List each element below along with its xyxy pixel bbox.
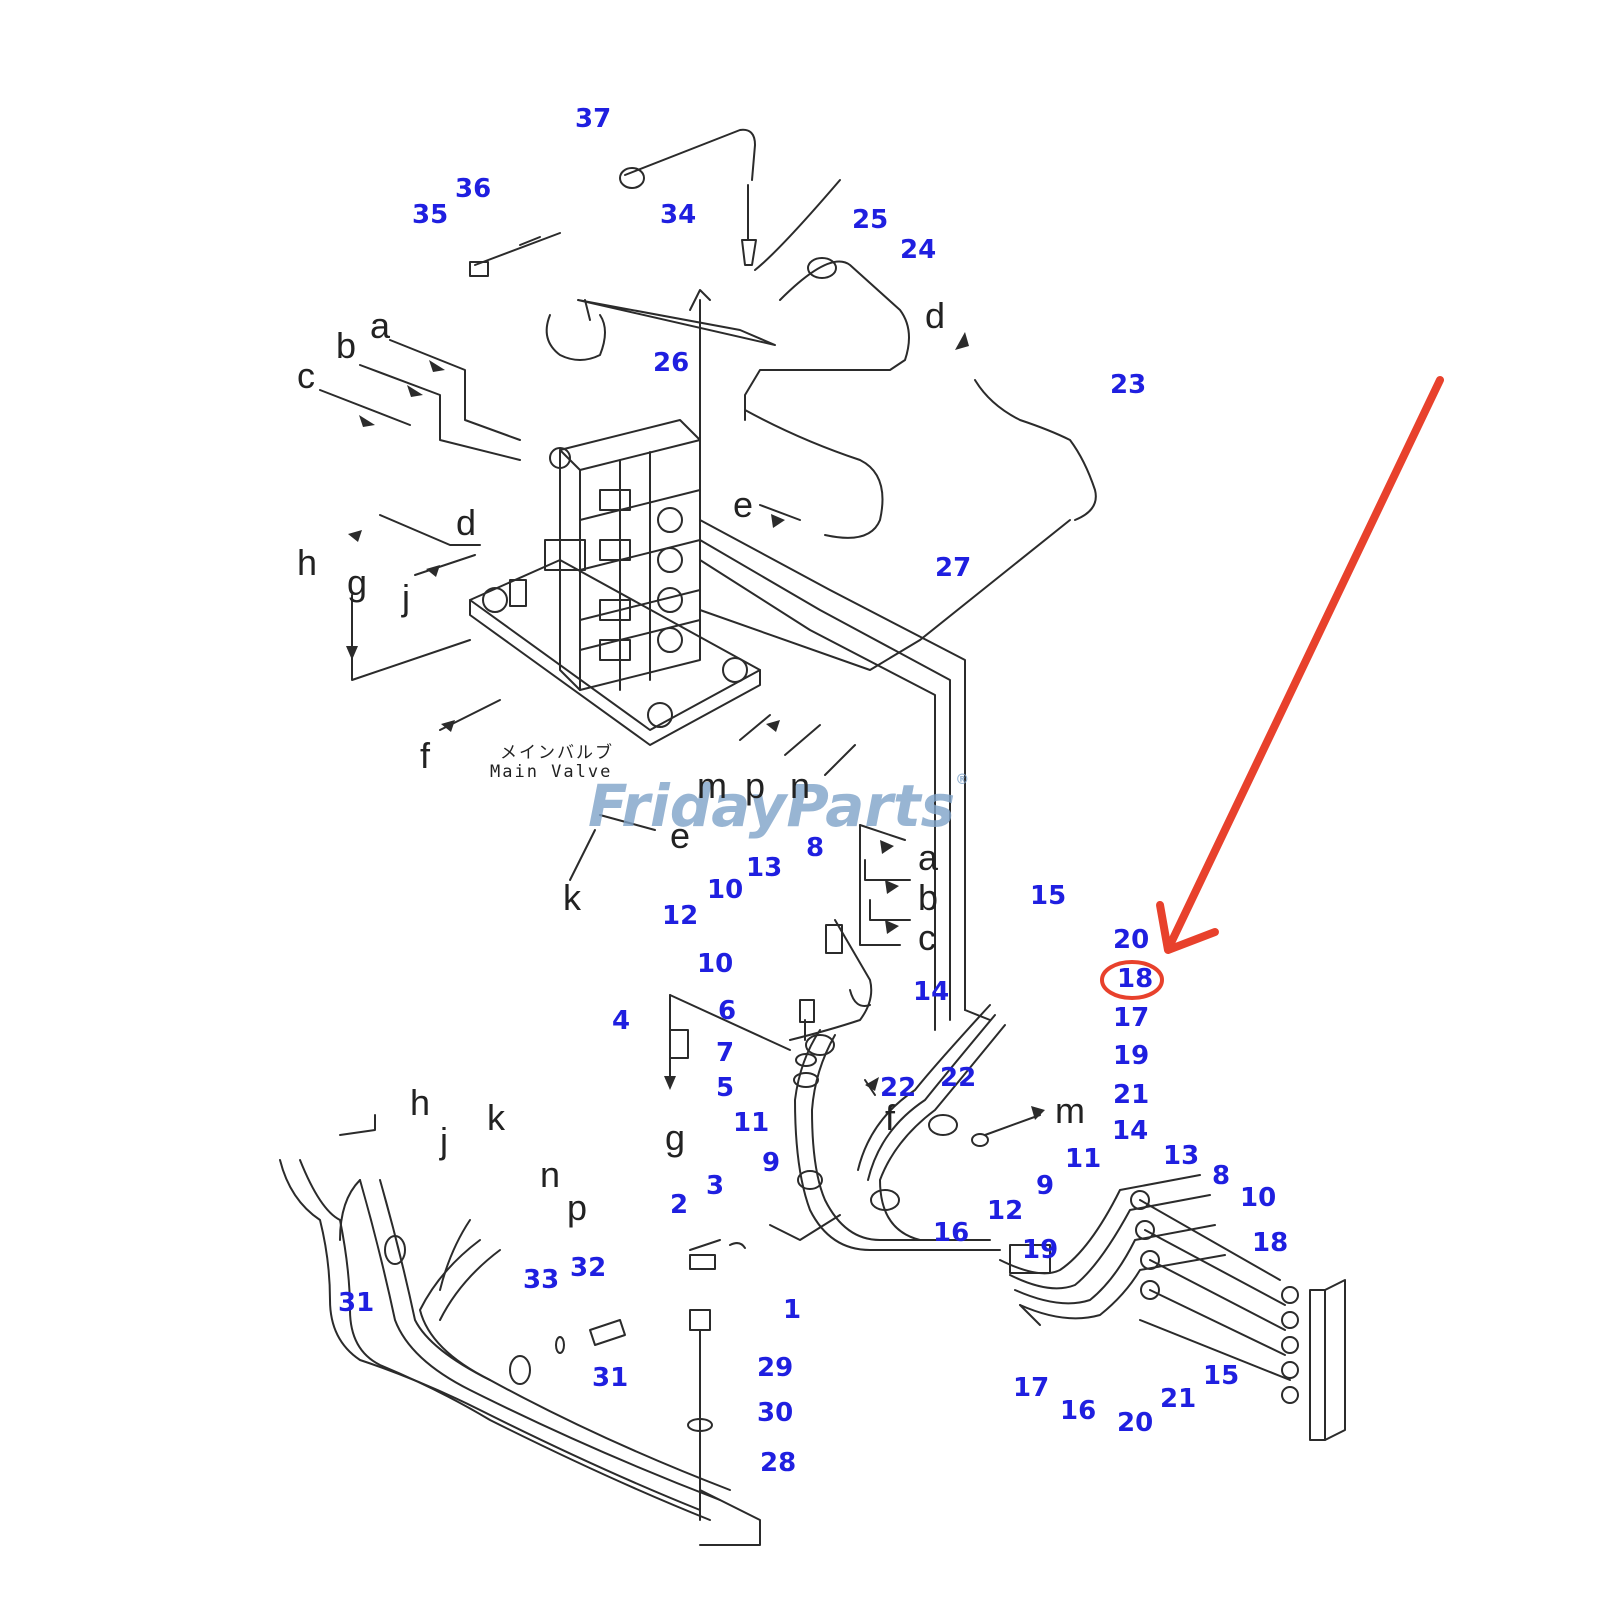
part-number: 30 bbox=[757, 1398, 794, 1428]
part-number: 15 bbox=[1203, 1361, 1240, 1391]
part-number: 11 bbox=[733, 1108, 770, 1138]
connection-letter: h bbox=[297, 542, 318, 583]
part-number: 8 bbox=[1212, 1161, 1231, 1191]
part-number: 23 bbox=[1110, 370, 1147, 400]
part-number: 20 bbox=[1117, 1408, 1154, 1438]
part-number: 13 bbox=[1163, 1141, 1200, 1171]
part-number: 10 bbox=[707, 875, 744, 905]
part-number: 35 bbox=[412, 200, 449, 230]
upper-pipes bbox=[469, 128, 1097, 539]
part-number: 22 bbox=[940, 1063, 977, 1093]
main-valve-block bbox=[469, 419, 761, 746]
connection-letter: d bbox=[925, 295, 946, 336]
part-number: 14 bbox=[1112, 1116, 1149, 1146]
connection-letter: g bbox=[665, 1117, 686, 1158]
connection-letter: e bbox=[733, 484, 754, 525]
part-number: 8 bbox=[806, 833, 825, 863]
connection-letter: c bbox=[297, 355, 315, 396]
part-number: 9 bbox=[1036, 1171, 1055, 1201]
connection-letter: a bbox=[918, 837, 939, 878]
connection-letter: p bbox=[567, 1187, 588, 1228]
connection-letter: n bbox=[790, 765, 811, 806]
highlight-arrow bbox=[1156, 376, 1444, 954]
connection-letter: h bbox=[410, 1082, 431, 1123]
long-pipes bbox=[699, 519, 1071, 1031]
connection-letter: m bbox=[1055, 1090, 1085, 1131]
part-number: 12 bbox=[987, 1196, 1024, 1226]
part-number: 13 bbox=[746, 853, 783, 883]
part-number: 14 bbox=[913, 977, 950, 1007]
part-number: 9 bbox=[762, 1148, 781, 1178]
part-number: 32 bbox=[570, 1253, 607, 1283]
part-number: 27 bbox=[935, 553, 972, 583]
part-number: 28 bbox=[760, 1448, 797, 1478]
part-number: 6 bbox=[718, 996, 737, 1026]
part-number: 1 bbox=[783, 1295, 802, 1325]
part-number: 3 bbox=[706, 1171, 725, 1201]
part-number: 2 bbox=[670, 1190, 689, 1220]
part-number: 5 bbox=[716, 1073, 735, 1103]
part-number-highlighted: 18 bbox=[1117, 964, 1154, 994]
watermark-text: FridayParts bbox=[588, 772, 956, 840]
connection-letter: e bbox=[670, 815, 691, 856]
part-number: 11 bbox=[1065, 1144, 1102, 1174]
watermark: FridayParts® bbox=[588, 772, 969, 840]
part-number: 21 bbox=[1160, 1384, 1197, 1414]
connection-letter: p bbox=[745, 765, 766, 806]
connection-letter: f bbox=[420, 735, 431, 776]
part-number: 22 bbox=[880, 1073, 917, 1103]
part-number: 17 bbox=[1113, 1003, 1150, 1033]
leader-arrowheads bbox=[346, 332, 1045, 1120]
part-number: 10 bbox=[1240, 1183, 1277, 1213]
connection-letter: f bbox=[885, 1097, 896, 1138]
connection-letter: b bbox=[336, 325, 357, 366]
caption-en: Main Valve bbox=[490, 762, 613, 782]
caption-jp: メインバルブ bbox=[500, 743, 614, 763]
part-number: 26 bbox=[653, 348, 690, 378]
part-number: 29 bbox=[757, 1353, 794, 1383]
part-number: 19 bbox=[1022, 1235, 1059, 1265]
right-hoses bbox=[999, 1174, 1346, 1441]
fasteners bbox=[669, 999, 876, 1249]
part-number: 21 bbox=[1113, 1080, 1150, 1110]
part-number: 4 bbox=[612, 1006, 631, 1036]
part-number: 12 bbox=[662, 901, 699, 931]
part-number: 34 bbox=[660, 200, 697, 230]
left-hoses bbox=[279, 1159, 761, 1546]
part-number: 16 bbox=[933, 1218, 970, 1248]
part-number: 7 bbox=[716, 1038, 735, 1068]
part-number: 31 bbox=[338, 1288, 375, 1318]
part-number: 33 bbox=[523, 1265, 560, 1295]
part-number: 37 bbox=[575, 104, 612, 134]
connection-letter: k bbox=[563, 877, 581, 918]
part-number: 10 bbox=[697, 949, 734, 979]
part-number: 31 bbox=[592, 1363, 629, 1393]
connection-letter: j bbox=[440, 1120, 448, 1161]
part-number: 16 bbox=[1060, 1396, 1097, 1426]
connection-letter: n bbox=[540, 1154, 561, 1195]
part-number: 17 bbox=[1013, 1373, 1050, 1403]
connection-letter: d bbox=[456, 502, 477, 543]
part-number: 19 bbox=[1113, 1041, 1150, 1071]
connection-letter: k bbox=[487, 1097, 505, 1138]
connection-letter: c bbox=[918, 917, 936, 958]
connection-letter: m bbox=[697, 765, 727, 806]
part-number: 18 bbox=[1252, 1228, 1289, 1258]
part-number: 24 bbox=[900, 235, 937, 265]
part-number: 20 bbox=[1113, 925, 1150, 955]
watermark-registered-mark: ® bbox=[955, 772, 970, 788]
connection-letter: j bbox=[402, 577, 410, 618]
connection-letter: g bbox=[347, 562, 368, 603]
connection-letter: a bbox=[370, 305, 391, 346]
part-number: 25 bbox=[852, 205, 889, 235]
connection-letter: b bbox=[918, 877, 939, 918]
highlight-circle bbox=[1100, 960, 1164, 1000]
part-number: 36 bbox=[455, 174, 492, 204]
part-number: 15 bbox=[1030, 881, 1067, 911]
